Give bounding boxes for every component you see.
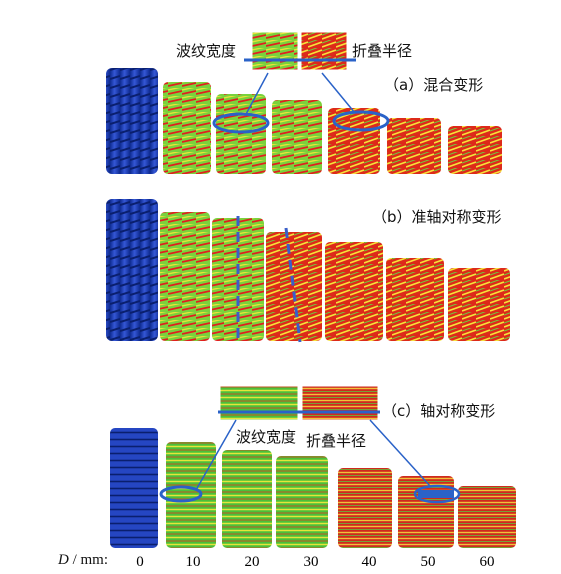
tick-20: 20 [244,554,260,570]
row-b-tubes [106,199,510,341]
tube-c-0 [110,428,158,548]
tick-40: 40 [361,554,377,570]
callout-c-fold-radius-image [301,385,379,421]
tube-c-10 [166,442,216,548]
marker-c-10 [159,485,203,503]
marker-c-50-fill [418,490,454,498]
tube-a-50 [387,118,441,174]
marker-a-40 [332,110,390,132]
callout-a-wave-width-label: 波纹宽度 [176,42,237,60]
axis-variable: D [58,552,69,568]
tick-30: 30 [303,554,319,570]
marker-a-20 [212,112,270,134]
tube-b-10 [160,212,210,341]
tube-c-20 [222,450,272,548]
tube-a-40 [328,108,380,174]
callout-a-fold-radius-image [300,31,348,71]
tube-a-20 [216,94,266,174]
callout-c-wave-width-image [219,385,299,421]
axis-unit: / mm: [72,552,109,568]
callout-c-wave-width-label: 波纹宽度 [236,428,297,446]
caption-c: （c）轴对称变形 [382,402,496,420]
tube-b-30 [266,232,322,341]
callout-c-fold-radius-label: 折叠半径 [306,432,367,450]
tube-a-10 [163,82,211,174]
tube-b-40 [325,242,383,341]
tube-b-0 [106,199,158,341]
marker-c-50 [413,484,461,504]
caption-b: （b）准轴对称变形 [372,208,502,226]
caption-a: （a）混合变形 [384,76,484,94]
axis-label: D / mm: [58,552,108,569]
arrow-c-left [195,419,237,491]
tube-c-30 [276,456,328,548]
row-c-tubes [110,428,516,548]
row-a-tubes [106,68,502,174]
arrow-a-right [321,72,356,114]
tube-b-50 [386,258,444,341]
tick-0: 0 [136,554,144,570]
tube-a-60 [448,126,502,174]
tube-c-40 [338,468,392,548]
callout-a-fold-radius-label: 折叠半径 [352,42,413,60]
tube-b-60 [448,268,510,341]
tube-a-30 [272,100,322,174]
tube-c-60 [458,486,516,548]
tube-b-20 [212,218,264,341]
axis-line-b-30 [284,227,302,343]
arrow-c-right [369,419,431,487]
tick-10: 10 [185,554,201,570]
tube-a-0 [106,68,158,174]
tick-50: 50 [420,554,436,570]
callout-a-wave-width-image [251,31,299,71]
arrow-a-left [244,72,269,117]
tick-60: 60 [479,554,495,570]
